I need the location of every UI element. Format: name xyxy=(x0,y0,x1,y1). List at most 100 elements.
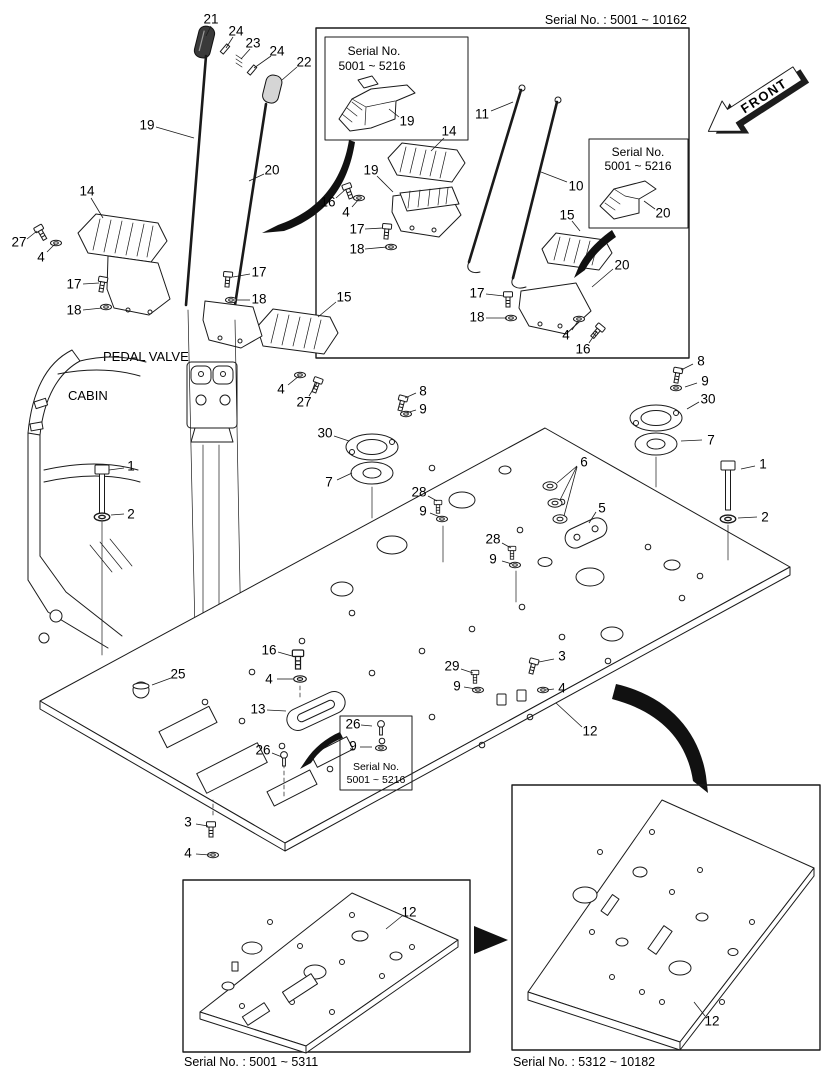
callout-10: 10 xyxy=(568,179,583,194)
right-serial-inset: Serial No. 5001 ~ 5216 xyxy=(588,138,689,229)
leader-line-24 xyxy=(253,55,272,69)
callout-3: 3 xyxy=(184,815,192,830)
leader-line-4 xyxy=(351,198,360,208)
callout-9: 9 xyxy=(419,402,427,417)
leader-line-29 xyxy=(460,668,474,674)
leader-line-17 xyxy=(364,227,384,230)
callout-14: 14 xyxy=(79,184,95,199)
cabin-outline: CABIN xyxy=(27,349,147,649)
callout-8: 8 xyxy=(697,354,705,369)
callout-29: 29 xyxy=(444,659,459,674)
leader-line-14 xyxy=(430,137,445,152)
callout-7: 7 xyxy=(707,433,715,448)
leader-line-16 xyxy=(588,330,598,344)
bottom-left-caption: Serial No. : 5001 ~ 5311 xyxy=(184,1055,318,1069)
bracket-under-15 xyxy=(202,300,263,349)
callout-18: 18 xyxy=(349,242,364,257)
lever-assembly-left xyxy=(33,25,339,395)
leader-line-9 xyxy=(405,409,417,414)
callout-6: 6 xyxy=(580,455,588,470)
callout-20: 20 xyxy=(614,258,629,273)
callout-23: 23 xyxy=(245,36,260,51)
mid-inset-serial-line2: 5001 ~ 5216 xyxy=(347,774,406,786)
callout-7: 7 xyxy=(325,475,333,490)
callout-12: 12 xyxy=(582,724,597,739)
plate-bolt-holes xyxy=(201,464,704,773)
callout-4: 4 xyxy=(342,205,350,220)
leader-line-26 xyxy=(360,724,373,727)
bolt-1-right xyxy=(719,460,737,524)
callout-30: 30 xyxy=(317,426,332,441)
callout-9: 9 xyxy=(453,679,461,694)
pedal-15-box xyxy=(541,232,613,271)
top-serial-inset: Serial No. 5001 ~ 5216 xyxy=(324,36,469,141)
swoosh-arrow-mid-inset xyxy=(300,732,343,769)
callout-26: 26 xyxy=(345,717,360,732)
callout-22: 22 xyxy=(296,55,311,70)
leader-line-9 xyxy=(684,382,698,388)
leader-line-15 xyxy=(317,301,337,318)
callout-16: 16 xyxy=(320,195,335,210)
leader-line-8 xyxy=(404,392,417,399)
leader-line-4 xyxy=(571,320,579,331)
leader-line-7 xyxy=(680,439,703,442)
leader-line-18 xyxy=(82,307,103,311)
callout-28: 28 xyxy=(411,485,426,500)
leader-line-5 xyxy=(588,511,597,524)
pin-24-b xyxy=(246,64,258,76)
callout-9: 9 xyxy=(489,552,497,567)
callout-4: 4 xyxy=(562,328,570,343)
leader-line-13 xyxy=(266,709,287,712)
leader-line-3 xyxy=(195,823,209,827)
leader-line-27 xyxy=(26,230,38,240)
leader-line-4 xyxy=(545,688,555,691)
callout-13: 13 xyxy=(250,702,265,717)
cover-plate-5 xyxy=(564,517,608,549)
bracket-part-20-old xyxy=(599,180,657,220)
leader-line-15 xyxy=(571,220,581,232)
callout-8: 8 xyxy=(419,384,427,399)
leader-line-10 xyxy=(540,171,568,183)
right-inset-serial-line1: Serial No. xyxy=(612,145,665,159)
callout-14: 14 xyxy=(441,124,457,139)
bottom-right-caption: Serial No. : 5312 ~ 10182 xyxy=(513,1055,655,1069)
callout-15: 15 xyxy=(336,290,351,305)
bottom-left-inset: Serial No. : 5001 ~ 5311 xyxy=(182,879,471,1069)
callout-9: 9 xyxy=(419,504,427,519)
leader-line-16 xyxy=(335,188,347,199)
slot-plate-13 xyxy=(286,691,346,731)
leader-line-14 xyxy=(90,197,104,219)
callout-9: 9 xyxy=(701,374,709,389)
swoosh-arrow-right-inset xyxy=(574,230,616,278)
spring-23 xyxy=(235,54,243,68)
lever-11 xyxy=(467,84,526,273)
leader-line-28 xyxy=(501,542,512,549)
mount-assembly-right xyxy=(629,366,684,456)
callout-26: 26 xyxy=(255,743,270,758)
callout-3: 3 xyxy=(558,649,566,664)
callout-20: 20 xyxy=(264,163,279,178)
leader-line-19 xyxy=(388,108,400,118)
bracket-under-14 xyxy=(106,255,171,316)
leader-line-11 xyxy=(490,101,514,112)
leader-line-26 xyxy=(271,752,283,758)
callout-4: 4 xyxy=(37,250,45,265)
pedal-valve-label: PEDAL VALVE xyxy=(103,349,189,364)
main-assembly-box: Serial No. 5001 ~ 5216 Serial No. 5001 ~… xyxy=(262,27,690,359)
leader-line-4 xyxy=(287,375,300,386)
leader-line-8 xyxy=(680,363,694,371)
leader-line-12 xyxy=(693,1001,706,1017)
callout-2: 2 xyxy=(127,507,135,522)
top-inset-serial-line2: 5001 ~ 5216 xyxy=(338,59,405,73)
mid-serial-inset: Serial No. 5001 ~ 5216 xyxy=(339,715,413,791)
knob-21 xyxy=(193,25,216,59)
leader-line-19 xyxy=(376,175,394,193)
lever-20 xyxy=(231,102,268,320)
leader-line-2 xyxy=(110,513,125,516)
bracket-pedal-19 xyxy=(391,186,462,238)
leader-line-20 xyxy=(591,268,614,288)
cabin-label: CABIN xyxy=(68,388,108,403)
front-arrow: FRONT xyxy=(707,66,810,134)
callout-28: 28 xyxy=(485,532,500,547)
pedal-15-left xyxy=(256,308,339,355)
